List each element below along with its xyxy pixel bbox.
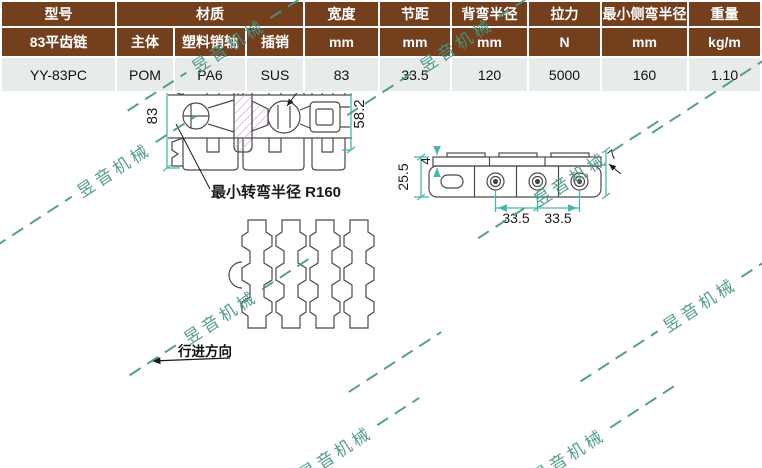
- side-view-height-dim: 25.5: [395, 163, 411, 190]
- technical-drawing-canvas: 83 58.2 钢销 塑料销 最小转弯半径 R160: [144, 16, 622, 365]
- pitch-value: 33.5: [380, 58, 450, 91]
- insert-pin-material-header: 插销: [247, 28, 303, 56]
- weight-unit-cell: kg/m: [689, 28, 760, 56]
- backbend-unit-cell: mm: [452, 28, 527, 56]
- col-backbend-header: 背弯半径: [452, 2, 527, 26]
- travel-direction-label: 行进方向: [177, 343, 232, 359]
- backbend-value: 120: [452, 58, 527, 91]
- plastic-pin-material-value: PA6: [175, 58, 245, 91]
- width-value: 83: [305, 58, 378, 91]
- sidebend-unit-cell: mm: [602, 28, 687, 56]
- table-subheader-row: 83平齿链 主体 塑料销轴 插销 mm mm mm N mm kg/m: [2, 28, 760, 56]
- watermark-text: 昱音机械: [528, 425, 610, 468]
- sidebend-value: 160: [602, 58, 687, 91]
- top-view-width-dim: 58.2: [351, 99, 368, 128]
- min-turn-radius-note: 最小转弯半径 R160: [211, 183, 341, 201]
- col-tension-header: 拉力: [529, 2, 600, 26]
- body-material-value: POM: [117, 58, 173, 91]
- chain-type-cell: 83平齿链: [2, 28, 115, 56]
- spec-table: 型号 材质 宽度 节距 背弯半径 拉力 最小侧弯半径 重量 83平齿链 主体 塑…: [0, 0, 762, 93]
- table-header-row: 型号 材质 宽度 节距 背弯半径 拉力 最小侧弯半径 重量: [2, 2, 760, 26]
- tension-value: 5000: [529, 58, 600, 91]
- col-width-header: 宽度: [305, 2, 378, 26]
- tension-unit-cell: N: [529, 28, 600, 56]
- side-view-pin-arrow: [608, 163, 622, 175]
- watermark: 昱音机械: [471, 372, 686, 468]
- side-view-plate-dim: 4: [418, 157, 433, 164]
- side-view-drawing: [428, 152, 602, 198]
- body-material-header: 主体: [117, 28, 173, 56]
- plastic-pin-material-header: 塑料销轴: [175, 28, 245, 56]
- side-view-dimensions: [414, 145, 611, 212]
- top-view-height-dim: 83: [144, 108, 161, 125]
- weight-value: 1.10: [689, 58, 760, 91]
- col-model-header: 型号: [2, 2, 115, 26]
- col-sidebend-header: 最小侧弯半径: [602, 2, 687, 26]
- col-weight-header: 重量: [689, 2, 760, 26]
- col-material-header: 材质: [117, 2, 303, 26]
- watermark: 昱音机械: [244, 387, 425, 468]
- table-data-row: YY-83PC POM PA6 SUS 83 33.5 120 5000 160…: [2, 58, 760, 91]
- side-view-pitch-dim-left: 33.5: [502, 210, 529, 226]
- pitch-unit-cell: mm: [380, 28, 450, 56]
- side-view-pin-dim: 7: [605, 146, 620, 162]
- width-unit-cell: mm: [305, 28, 378, 56]
- col-pitch-header: 节距: [380, 2, 450, 26]
- watermark-text: 昱音机械: [295, 422, 377, 468]
- insert-pin-material-value: SUS: [247, 58, 303, 91]
- bottom-view-drawing: [228, 219, 375, 329]
- side-view-pitch-dim-right: 33.5: [544, 210, 571, 226]
- model-value: YY-83PC: [2, 58, 115, 91]
